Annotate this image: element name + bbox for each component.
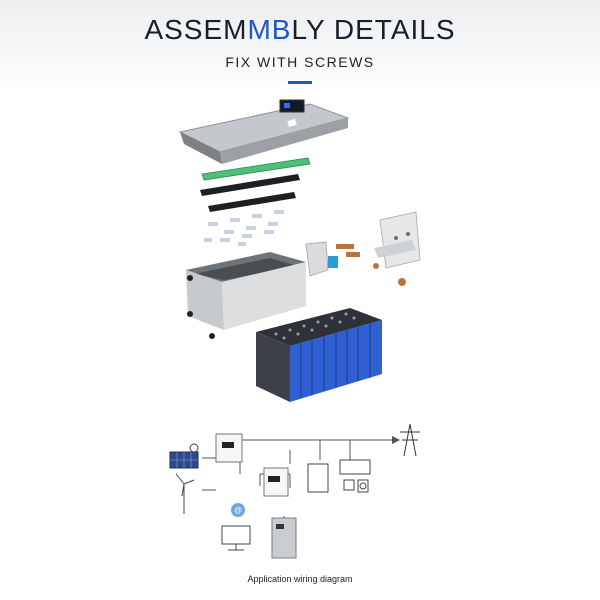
busbar-holder <box>200 174 300 196</box>
mounting-bracket <box>374 211 421 269</box>
battery-case <box>186 252 306 339</box>
busbar-holder <box>208 192 296 212</box>
computer-icon <box>221 525 251 551</box>
insulation-strip <box>201 157 311 181</box>
svg-text:@: @ <box>234 506 242 515</box>
wiring-diagram-caption: Application wiring diagram <box>247 574 353 584</box>
hybrid-inverter-icon <box>215 433 243 463</box>
display-screen <box>279 99 305 113</box>
exploded-assembly-illustration <box>178 99 421 402</box>
cloud-monitoring-icon: @ <box>231 503 245 517</box>
top-cover <box>178 103 350 164</box>
transmission-tower-icon <box>400 423 420 457</box>
page-title: ASSEMMBLY DETAILS <box>0 14 600 46</box>
appliances-icons <box>307 459 371 493</box>
inverter-icon <box>263 467 289 497</box>
title-underline <box>288 81 312 84</box>
title-part2: LY DETAILS <box>291 14 456 45</box>
solar-panel-icon <box>169 443 199 469</box>
copper-terminals <box>328 244 406 286</box>
title-part1: ASSEM <box>144 14 248 45</box>
wind-turbine-icon <box>175 473 195 514</box>
wiring-diagram: @ <box>169 423 420 559</box>
title-accent: MB <box>247 14 292 45</box>
header-banner <box>0 0 600 88</box>
battery-cells <box>256 308 382 402</box>
busbar-connectors <box>204 210 284 246</box>
page-subtitle: FIX WITH SCREWS <box>225 54 375 70</box>
side-bracket <box>305 241 329 277</box>
battery-cabinet-icon <box>271 517 297 559</box>
